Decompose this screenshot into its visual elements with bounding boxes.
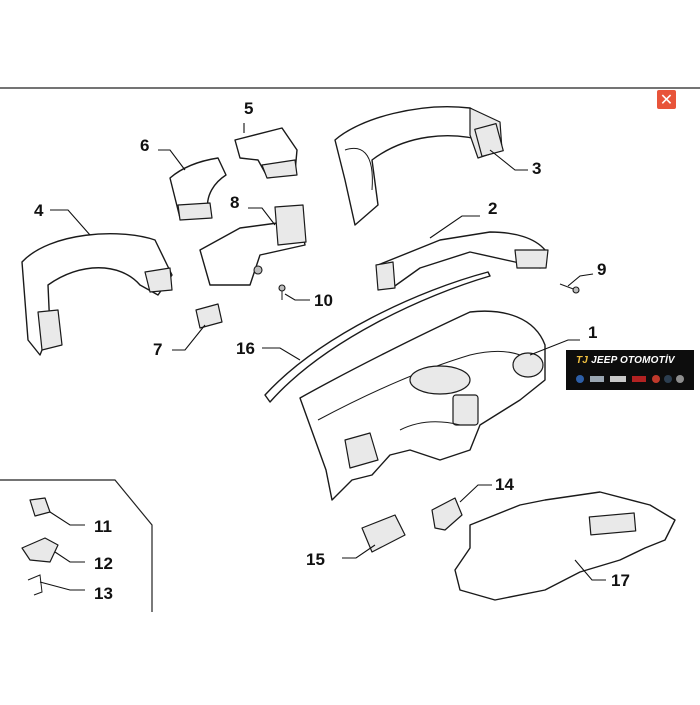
part-15-vent-module xyxy=(361,514,406,553)
part-4-air-duct xyxy=(21,233,173,356)
close-button[interactable]: ✕ xyxy=(657,90,676,109)
leader-lines xyxy=(39,123,606,591)
watermark-mark: TJ xyxy=(576,355,589,366)
part-9-screw xyxy=(559,283,580,294)
callout-9: 9 xyxy=(597,260,606,279)
callout-10: 10 xyxy=(314,291,333,310)
callout-labels: 1 2 3 4 5 6 7 8 9 10 11 12 13 14 15 16 1… xyxy=(34,99,630,603)
part-7-clip xyxy=(195,303,223,329)
callout-1: 1 xyxy=(588,323,597,342)
part-5-duct-elbow xyxy=(234,127,298,179)
part-3-air-duct xyxy=(334,106,504,226)
watermark-text-row: TJ JEEP OTOMOTİV xyxy=(576,355,675,366)
close-icon: ✕ xyxy=(659,89,674,109)
callout-12: 12 xyxy=(94,554,113,573)
part-10-screw xyxy=(278,284,286,300)
part-17-insulation-mat xyxy=(454,491,676,601)
callout-11: 11 xyxy=(94,517,112,536)
part-8-distribution-duct xyxy=(199,204,307,286)
brand-emblems xyxy=(576,375,684,383)
callout-2: 2 xyxy=(488,199,497,218)
callout-6: 6 xyxy=(140,136,149,155)
part-2-air-duct xyxy=(375,231,549,291)
brand-watermark: TJ JEEP OTOMOTİV xyxy=(566,350,694,390)
part-1-dashboard xyxy=(299,310,546,501)
callout-3: 3 xyxy=(532,159,541,178)
callout-4: 4 xyxy=(34,201,44,220)
callout-8: 8 xyxy=(230,193,239,212)
part-11-clip xyxy=(29,497,51,517)
callout-5: 5 xyxy=(244,99,253,118)
part-14-bracket xyxy=(431,497,463,531)
callout-14: 14 xyxy=(495,475,514,494)
callout-7: 7 xyxy=(153,340,162,359)
callout-17: 17 xyxy=(611,571,630,590)
callout-16: 16 xyxy=(236,339,255,358)
part-13-clip xyxy=(27,574,43,596)
callout-15: 15 xyxy=(306,550,325,569)
part-16-seal-strip xyxy=(264,271,491,403)
watermark-text: JEEP OTOMOTİV xyxy=(591,355,675,366)
part-6-duct-elbow xyxy=(169,157,227,221)
part-12-bracket xyxy=(21,537,59,563)
diagram-frame xyxy=(0,87,700,612)
callout-13: 13 xyxy=(94,584,113,603)
